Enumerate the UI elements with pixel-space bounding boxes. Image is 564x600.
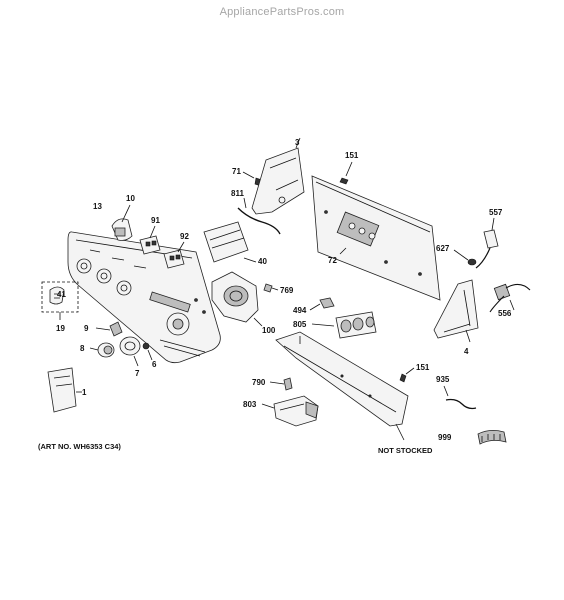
label-71: 71 <box>232 167 241 176</box>
side-bracket-part-4[interactable] <box>433 279 479 343</box>
label-494: 494 <box>293 306 307 315</box>
label-100: 100 <box>262 326 276 335</box>
label-999: 999 <box>438 433 452 442</box>
housing-part-100[interactable] <box>211 271 263 327</box>
knob-part-8[interactable] <box>89 342 115 358</box>
label-805: 805 <box>293 320 307 329</box>
label-151-lower: 151 <box>416 363 430 372</box>
label-935: 935 <box>436 375 450 384</box>
plug-part-627[interactable] <box>453 249 477 266</box>
part-6[interactable] <box>142 342 153 361</box>
clip-part-769[interactable] <box>263 283 279 293</box>
part-151-lower[interactable] <box>399 367 415 383</box>
label-8: 8 <box>80 344 85 353</box>
label-7: 7 <box>135 369 140 378</box>
screw-part-790[interactable] <box>269 377 293 391</box>
label-6: 6 <box>152 360 157 369</box>
label-91: 91 <box>151 216 160 225</box>
label-4: 4 <box>464 347 469 356</box>
bracket-part-3[interactable] <box>251 137 305 215</box>
part-92[interactable] <box>163 241 185 269</box>
rear-panel-part-72[interactable] <box>311 175 441 301</box>
label-627: 627 <box>436 244 450 253</box>
dispenser-part-803[interactable] <box>261 395 319 427</box>
manual-part-1[interactable] <box>47 367 82 413</box>
label-41: 41 <box>57 290 66 299</box>
label-790: 790 <box>252 378 266 387</box>
valve-part-805[interactable] <box>311 311 377 339</box>
part-494[interactable] <box>309 297 335 311</box>
label-557: 557 <box>489 208 503 217</box>
not-stocked-label: NOT STOCKED <box>378 446 433 455</box>
label-811: 811 <box>231 189 244 198</box>
base-shelf-not-stocked[interactable] <box>275 331 409 441</box>
label-1: 1 <box>82 388 87 397</box>
part-151-upper[interactable] <box>339 161 353 185</box>
harness-part-556[interactable] <box>489 283 531 313</box>
part-91[interactable] <box>139 225 161 255</box>
label-556: 556 <box>498 309 512 318</box>
label-92: 92 <box>180 232 189 241</box>
label-769: 769 <box>280 286 294 295</box>
label-3: 3 <box>295 138 300 147</box>
clip-part-999[interactable] <box>477 430 507 445</box>
label-72: 72 <box>328 256 337 265</box>
knob-part-7[interactable] <box>119 336 141 367</box>
label-13: 13 <box>93 202 102 211</box>
art-number-label: (ART NO. WH6353 C34) <box>38 442 121 451</box>
watermark-text: AppliancePartsPros.com <box>219 6 345 18</box>
board-part-40[interactable] <box>203 221 257 263</box>
wire-part-811[interactable] <box>237 197 281 235</box>
label-40: 40 <box>258 257 267 266</box>
label-803: 803 <box>243 400 257 409</box>
switch-part-10[interactable] <box>111 204 133 241</box>
label-19: 19 <box>56 324 65 333</box>
connector-part-557[interactable] <box>475 217 499 269</box>
label-10: 10 <box>126 194 135 203</box>
part-9[interactable] <box>95 321 123 337</box>
wire-part-935[interactable] <box>443 385 477 410</box>
label-151-upper: 151 <box>345 151 359 160</box>
knob-group-19[interactable] <box>41 281 79 320</box>
label-9: 9 <box>84 324 89 333</box>
